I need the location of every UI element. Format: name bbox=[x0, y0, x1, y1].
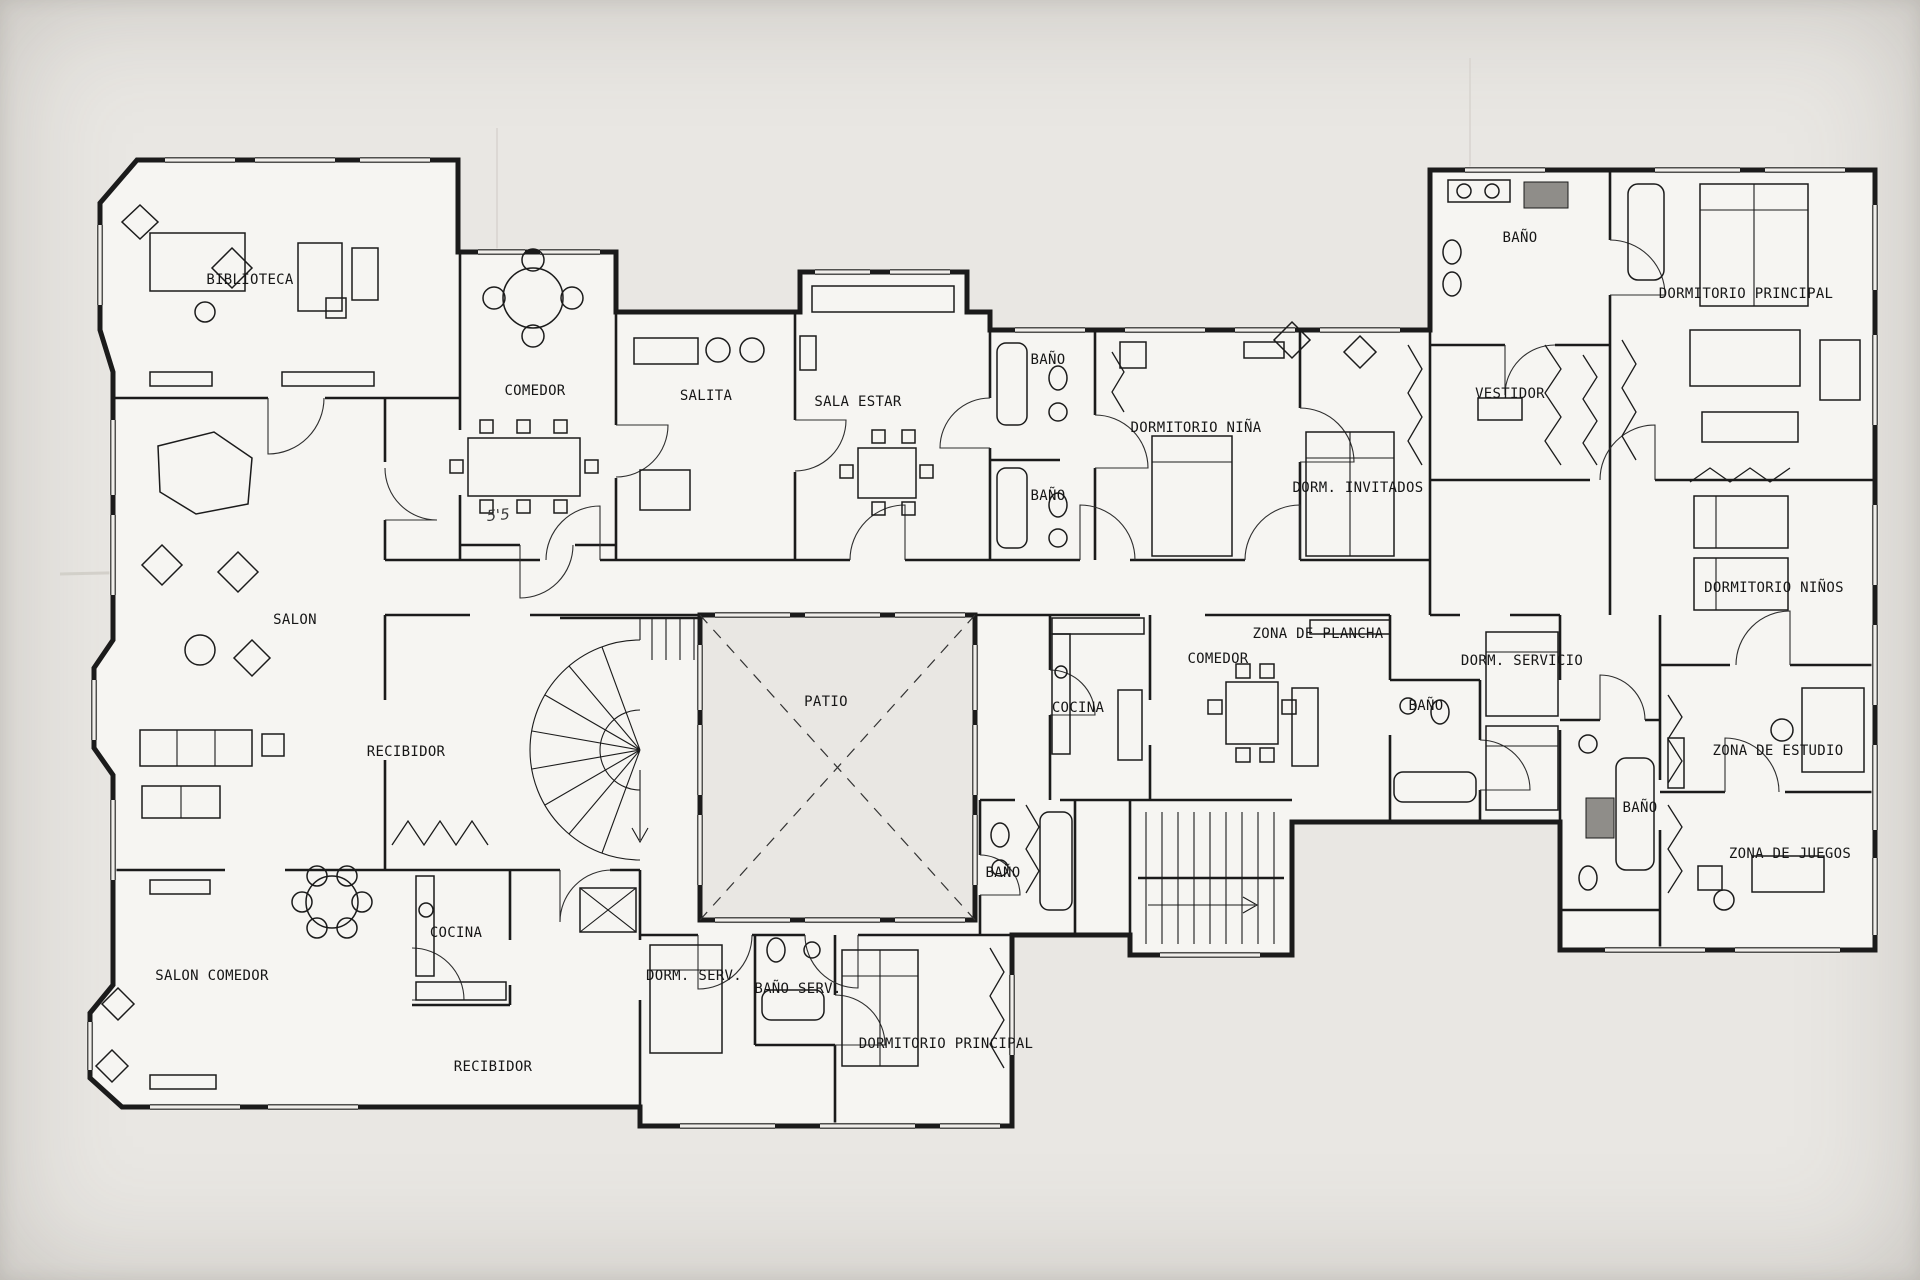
bathtub bbox=[996, 467, 1028, 549]
room-label-dorm-servicio: DORM. SERVICIO bbox=[1461, 653, 1583, 669]
room-label-patio: PATIO bbox=[804, 694, 848, 710]
bed bbox=[649, 944, 723, 1054]
room-label-sala-estar: SALA ESTAR bbox=[814, 394, 902, 410]
room-label-cocina-servicio: COCINA bbox=[1052, 700, 1105, 716]
room-label-biblioteca: BIBLIOTECA bbox=[206, 272, 294, 288]
room-label-dormitorio-principal-sur: DORMITORIO PRINCIPAL bbox=[859, 1036, 1034, 1052]
room-label-cocina-sur: COCINA bbox=[430, 925, 483, 941]
bed bbox=[1693, 495, 1789, 549]
room-label-zona-de-estudio: ZONA DE ESTUDIO bbox=[1713, 743, 1844, 759]
walls-layer bbox=[87, 157, 1878, 1129]
dining-table bbox=[467, 437, 581, 497]
bed bbox=[1693, 557, 1789, 611]
round-dining-table bbox=[502, 267, 564, 329]
room-label-salon-comedor: SALON COMEDOR bbox=[155, 968, 269, 984]
bed bbox=[1485, 725, 1559, 811]
bathtub bbox=[1615, 757, 1655, 871]
room-label-dorm-serv: DORM. SERV. bbox=[646, 968, 742, 984]
room-label-recibidor-sur: RECIBIDOR bbox=[454, 1059, 533, 1075]
straight-staircase bbox=[1145, 812, 1275, 944]
room-labels: BIBLIOTECA COMEDOR SALITA SALA ESTAR BAÑO BAÑ… bbox=[155, 229, 1851, 1075]
room-label-vestidor: VESTIDOR bbox=[1475, 386, 1545, 402]
interior-walls-east bbox=[1048, 170, 1875, 950]
curved-staircase bbox=[529, 618, 695, 933]
room-label-bano-2: BAÑO bbox=[1031, 487, 1066, 504]
bed bbox=[1485, 631, 1559, 717]
room-label-salon: SALON bbox=[273, 612, 317, 628]
bed bbox=[1151, 435, 1233, 557]
sofa bbox=[811, 285, 955, 313]
room-label-comedor-norte: COMEDOR bbox=[504, 383, 565, 399]
elevator-shaft bbox=[579, 887, 637, 933]
room-label-bano-serv: BAÑO SERV. bbox=[754, 980, 841, 997]
bathtub bbox=[761, 989, 825, 1021]
sofa bbox=[139, 729, 253, 767]
desk bbox=[1801, 687, 1865, 773]
windows-layer bbox=[86, 156, 1879, 1130]
round-table bbox=[305, 875, 359, 929]
room-label-bano-servicio: BAÑO bbox=[1409, 697, 1444, 714]
room-label-dormitorio-principal-norte: DORMITORIO PRINCIPAL bbox=[1659, 286, 1834, 302]
patio-diagonals bbox=[699, 614, 976, 921]
room-label-recibidor-norte: RECIBIDOR bbox=[367, 744, 446, 760]
room-label-dormitorio-ninos: DORMITORIO NIÑOS bbox=[1704, 579, 1844, 596]
bathtub bbox=[1627, 183, 1665, 281]
room-label-dorm-invitados: DORM. INVITADOS bbox=[1293, 480, 1424, 496]
room-label-zona-de-juegos: ZONA DE JUEGOS bbox=[1729, 846, 1851, 862]
room-label-bano-1: BAÑO bbox=[1031, 351, 1066, 368]
room-label-bano-3: BAÑO bbox=[986, 864, 1021, 881]
room-label-comedor-servicio: COMEDOR bbox=[1187, 651, 1248, 667]
interior-walls-corridor bbox=[113, 398, 1430, 872]
bathtub bbox=[1393, 771, 1477, 803]
room-label-bano-principal: BAÑO bbox=[1503, 229, 1538, 246]
furniture-layer bbox=[94, 179, 1865, 1090]
interior-walls-south bbox=[412, 798, 1292, 1126]
bathtub bbox=[1039, 811, 1073, 911]
outer-wall bbox=[87, 157, 1878, 1129]
door-swings bbox=[267, 239, 1791, 1046]
room-label-zona-de-plancha: ZONA DE PLANCHA bbox=[1253, 626, 1384, 642]
room-label-salita: SALITA bbox=[680, 388, 733, 404]
grand-piano bbox=[157, 431, 253, 515]
handwritten-note: 5'5 bbox=[486, 505, 511, 525]
room-label-bano-ninos: BAÑO bbox=[1623, 799, 1658, 816]
room-label-dormitorio-nina: DORMITORIO NIÑA bbox=[1131, 419, 1262, 436]
bathtub bbox=[996, 342, 1028, 426]
window-glazing bbox=[87, 157, 1878, 1129]
